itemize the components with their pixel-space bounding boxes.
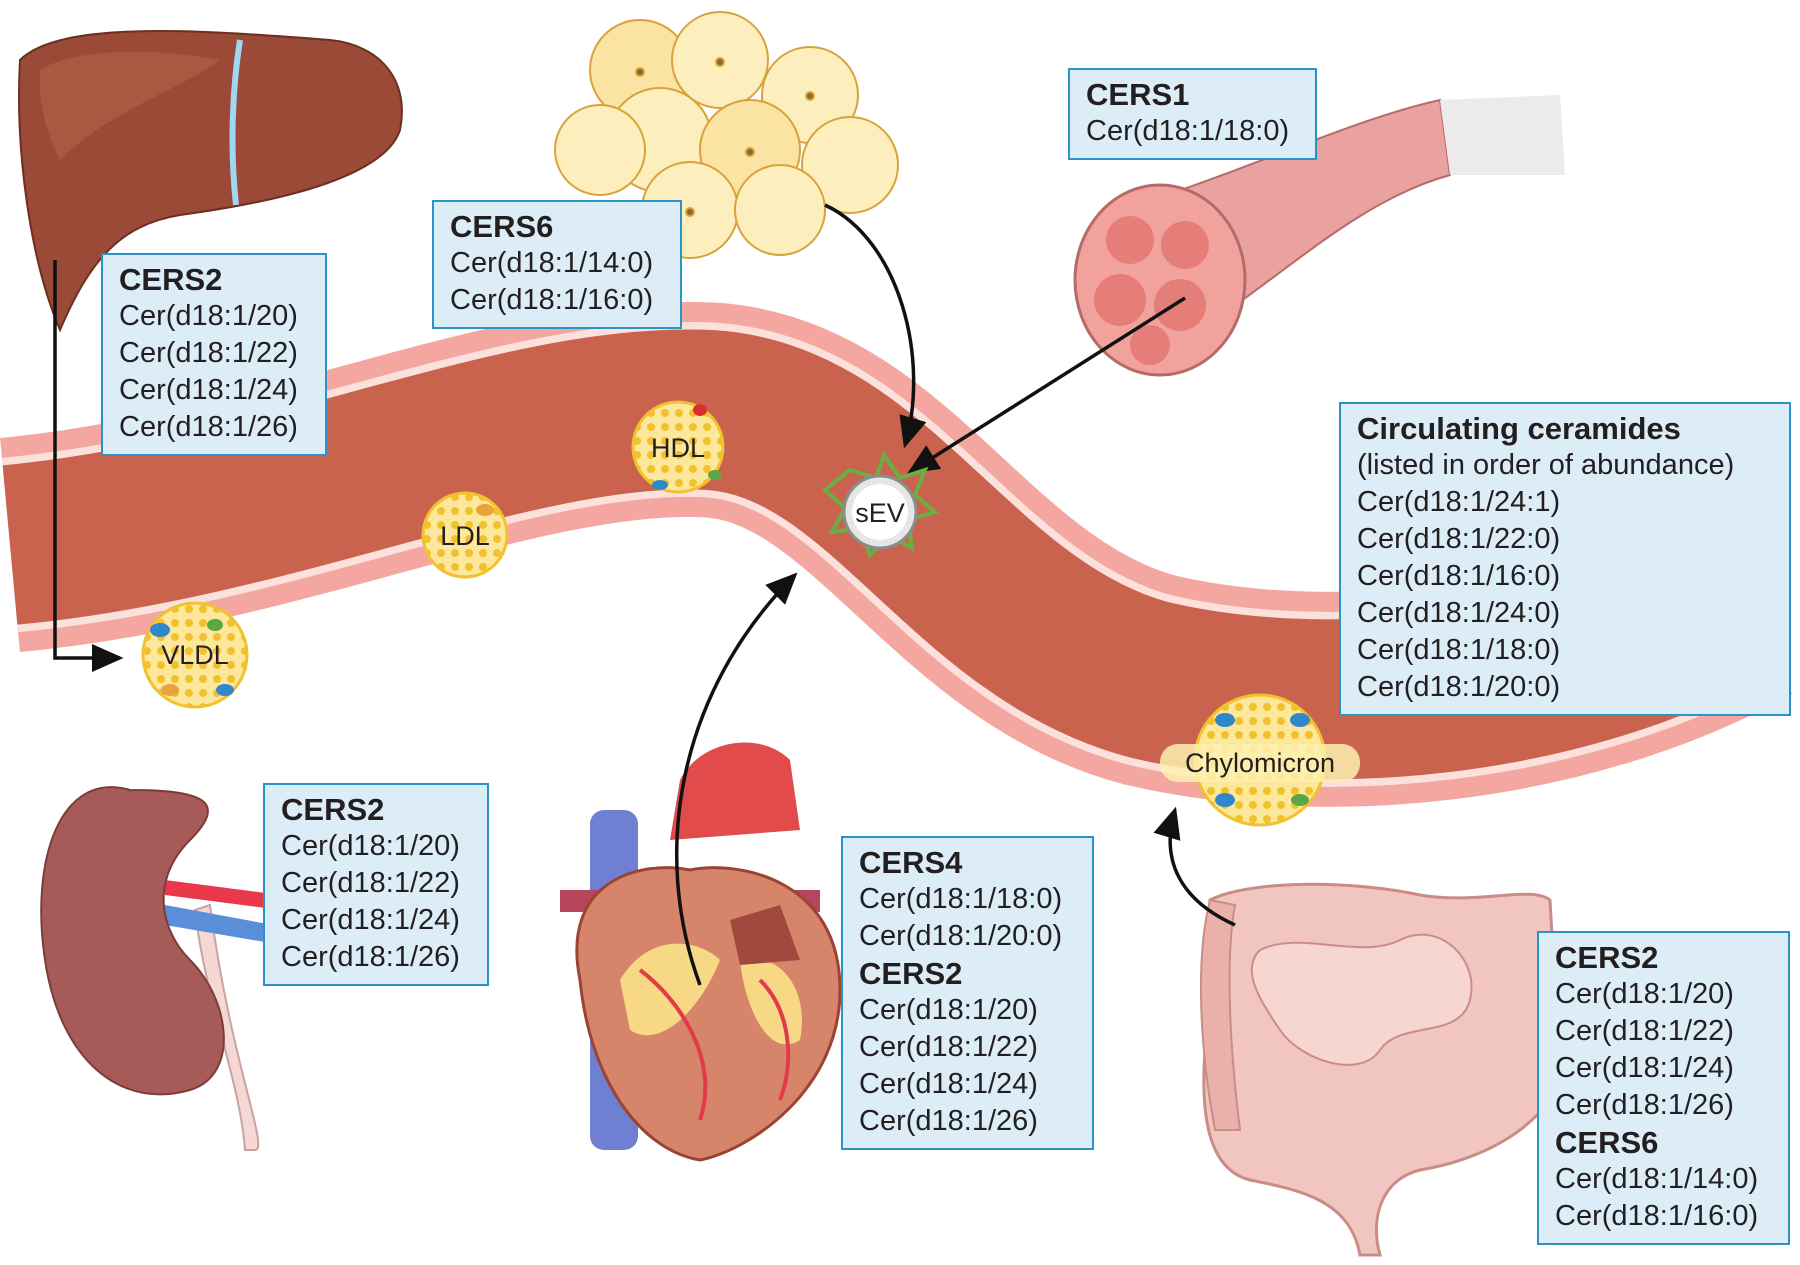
- heart-ceramide-4: Cer(d18:1/22): [859, 1031, 1038, 1063]
- vldl-label: VLDL: [161, 640, 229, 670]
- intestine-to-chylomicron-arrow: [1153, 806, 1236, 927]
- intestine-ceramide-1: Cer(d18:1/20): [1555, 978, 1734, 1010]
- hdl-particle: HDL: [631, 400, 725, 494]
- heart-gene-label-2: CERS2: [859, 956, 963, 991]
- circulating-title: Circulating ceramides: [1357, 411, 1681, 446]
- heart-ceramide-5: Cer(d18:1/24): [859, 1068, 1038, 1100]
- kidney-ceramide-4: Cer(d18:1/26): [281, 941, 460, 973]
- intestine-ceramide-5: Cer(d18:1/14:0): [1555, 1163, 1759, 1195]
- kidney-ceramide-2: Cer(d18:1/22): [281, 867, 460, 899]
- liver-ceramide-3: Cer(d18:1/24): [119, 374, 298, 406]
- liver-ceramide-2: Cer(d18:1/22): [119, 337, 298, 369]
- intestine-ceramide-4: Cer(d18:1/26): [1555, 1089, 1734, 1121]
- intestine-gene-label-2: CERS6: [1555, 1125, 1659, 1160]
- circulating-ceramide-2: Cer(d18:1/22:0): [1357, 523, 1561, 555]
- heart-ceramide-box: CERS4 Cer(d18:1/18:0) Cer(d18:1/20:0) CE…: [841, 836, 1094, 1150]
- intestine-ceramide-6: Cer(d18:1/16:0): [1555, 1200, 1759, 1232]
- kidney-ceramide-1: Cer(d18:1/20): [281, 830, 460, 862]
- circulating-ceramide-6: Cer(d18:1/20:0): [1357, 671, 1561, 703]
- liver-icon: [18, 30, 403, 333]
- liver-to-vldl-arrow: [53, 260, 124, 672]
- sev-particle: sEV: [821, 450, 940, 559]
- circulating-ceramide-1: Cer(d18:1/24:1): [1357, 486, 1561, 518]
- muscle-to-sev-arrow: [907, 296, 1186, 474]
- adipose-gene-label: CERS6: [450, 209, 554, 244]
- muscle-icon: [1073, 95, 1565, 377]
- adipose-ceramide-box: CERS6 Cer(d18:1/14:0) Cer(d18:1/16:0): [432, 200, 682, 329]
- arrows: [53, 203, 1236, 986]
- circulating-ceramide-5: Cer(d18:1/18:0): [1357, 634, 1561, 666]
- heart-ceramide-3: Cer(d18:1/20): [859, 994, 1038, 1026]
- heart-gene-label-1: CERS4: [859, 845, 963, 880]
- chylomicron-label: Chylomicron: [1185, 748, 1335, 778]
- kidney-ceramide-box: CERS2 Cer(d18:1/20) Cer(d18:1/22) Cer(d1…: [263, 783, 489, 986]
- intestine-ceramide-box: CERS2 Cer(d18:1/20) Cer(d18:1/22) Cer(d1…: [1537, 931, 1790, 1245]
- heart-icon: [560, 742, 842, 1162]
- liver-ceramide-4: Cer(d18:1/26): [119, 411, 298, 443]
- intestine-icon: [1199, 882, 1562, 1257]
- heart-to-sev-arrow: [674, 572, 798, 986]
- muscle-ceramide-box: CERS1 Cer(d18:1/18:0): [1068, 68, 1317, 160]
- circulating-ceramide-4: Cer(d18:1/24:0): [1357, 597, 1561, 629]
- muscle-gene-label: CERS1: [1086, 77, 1190, 112]
- ldl-particle: LDL: [421, 491, 509, 579]
- heart-ceramide-6: Cer(d18:1/26): [859, 1105, 1038, 1137]
- ldl-label: LDL: [440, 521, 490, 551]
- hdl-label: HDL: [651, 433, 705, 463]
- adipose-ceramide-1: Cer(d18:1/14:0): [450, 247, 654, 279]
- circulating-subtitle: (listed in order of abundance): [1357, 449, 1735, 481]
- adipose-to-sev-arrow: [824, 203, 927, 449]
- vldl-particle: VLDL: [141, 601, 249, 709]
- liver-gene-label: CERS2: [119, 262, 223, 297]
- intestine-ceramide-3: Cer(d18:1/24): [1555, 1052, 1734, 1084]
- heart-ceramide-1: Cer(d18:1/18:0): [859, 883, 1063, 915]
- intestine-gene-label-1: CERS2: [1555, 940, 1659, 975]
- chylomicron-particle: Chylomicron: [1160, 693, 1360, 827]
- kidney-gene-label: CERS2: [281, 792, 385, 827]
- circulating-ceramides-box: Circulating ceramides (listed in order o…: [1339, 402, 1791, 716]
- sev-label: sEV: [855, 498, 905, 528]
- adipose-tissue-icon: [554, 11, 899, 259]
- circulating-ceramide-3: Cer(d18:1/16:0): [1357, 560, 1561, 592]
- liver-ceramide-box: CERS2 Cer(d18:1/20) Cer(d18:1/22) Cer(d1…: [101, 253, 327, 456]
- liver-ceramide-1: Cer(d18:1/20): [119, 300, 298, 332]
- muscle-ceramide-1: Cer(d18:1/18:0): [1086, 115, 1290, 147]
- heart-ceramide-2: Cer(d18:1/20:0): [859, 920, 1063, 952]
- intestine-ceramide-2: Cer(d18:1/22): [1555, 1015, 1734, 1047]
- kidney-ceramide-3: Cer(d18:1/24): [281, 904, 460, 936]
- adipose-ceramide-2: Cer(d18:1/16:0): [450, 284, 654, 316]
